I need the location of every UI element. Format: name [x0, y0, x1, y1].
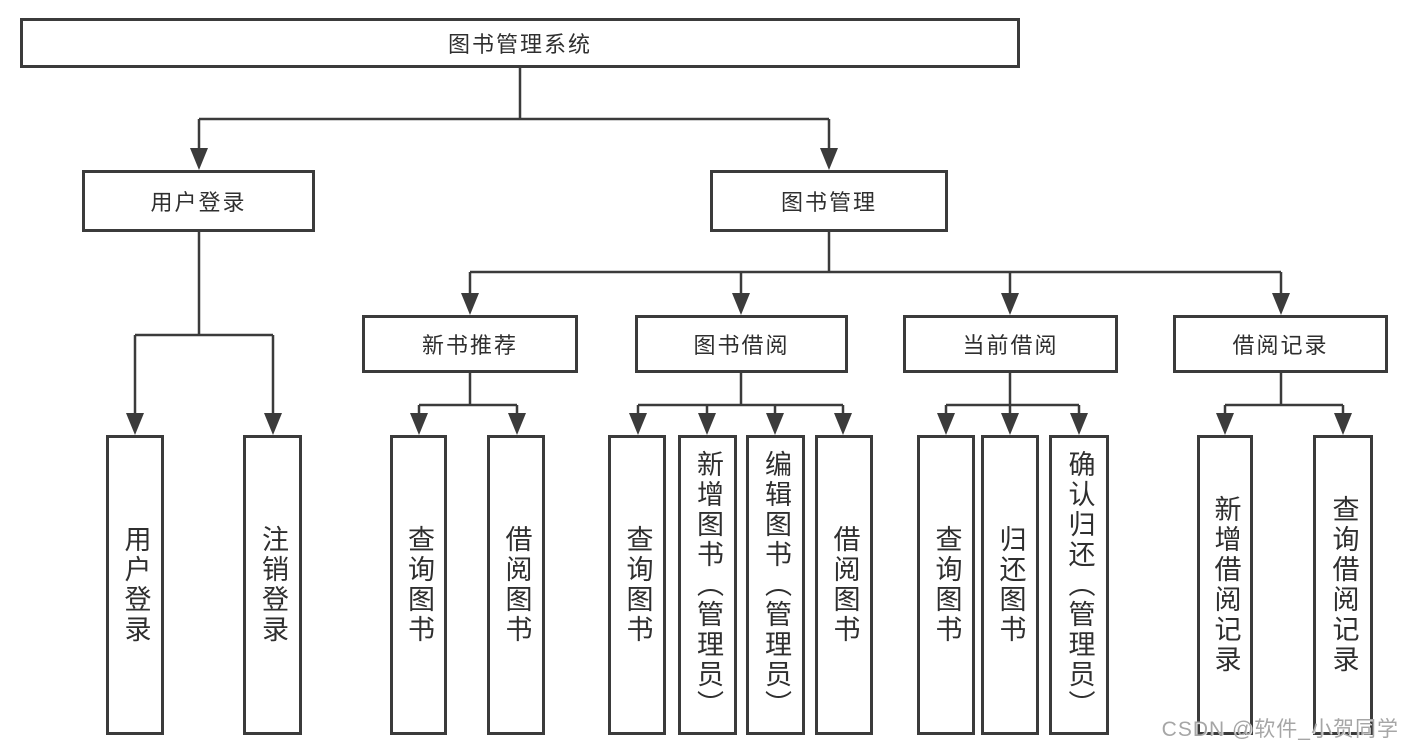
node-user-login: 用户登录	[82, 170, 315, 232]
node-new-book-recommend-label: 新书推荐	[421, 333, 518, 358]
leaf-return-books-label: 归还图书	[995, 525, 1026, 645]
leaf-query-borrow-record-label: 查询借阅记录	[1328, 495, 1359, 675]
leaf-logout: 注销登录	[243, 435, 302, 735]
leaf-edit-books-admin: 编辑图书（管理员）	[746, 435, 805, 735]
node-current-borrow: 当前借阅	[903, 315, 1118, 373]
node-borrow-records: 借阅记录	[1173, 315, 1388, 373]
node-book-management-label: 图书管理	[780, 190, 877, 215]
leaf-query-books-1-label: 查询图书	[404, 525, 434, 645]
leaf-edit-books-admin-label: 编辑图书（管理员）	[761, 450, 791, 720]
node-current-borrow-label: 当前借阅	[962, 333, 1059, 358]
leaf-add-books-admin: 新增图书（管理员）	[678, 435, 737, 735]
node-borrow-records-label: 借阅记录	[1232, 333, 1329, 358]
leaf-borrow-books-1-label: 借阅图书	[501, 525, 532, 645]
leaf-confirm-return-admin-label: 确认归还（管理员）	[1064, 450, 1095, 720]
node-root-label: 图书管理系统	[447, 32, 592, 57]
leaf-query-books-2: 查询图书	[608, 435, 666, 735]
leaf-confirm-return-admin: 确认归还（管理员）	[1049, 435, 1109, 735]
leaf-return-books: 归还图书	[981, 435, 1039, 735]
leaf-query-books-2-label: 查询图书	[622, 525, 653, 645]
leaf-borrow-books-1: 借阅图书	[487, 435, 545, 735]
leaf-query-borrow-record: 查询借阅记录	[1313, 435, 1373, 735]
node-root: 图书管理系统	[20, 18, 1020, 68]
leaf-borrow-books-2-label: 借阅图书	[829, 525, 860, 645]
leaf-user-login: 用户登录	[106, 435, 164, 735]
node-new-book-recommend: 新书推荐	[362, 315, 578, 373]
node-book-borrow: 图书借阅	[635, 315, 848, 373]
leaf-query-books-3: 查询图书	[917, 435, 975, 735]
node-user-login-label: 用户登录	[150, 190, 247, 215]
leaf-add-books-admin-label: 新增图书（管理员）	[693, 450, 723, 720]
leaf-borrow-books-2: 借阅图书	[815, 435, 873, 735]
leaf-user-login-label: 用户登录	[120, 525, 151, 645]
node-book-borrow-label: 图书借阅	[693, 333, 790, 358]
watermark: CSDN @软件_小贺同学	[1161, 718, 1399, 741]
leaf-query-books-3-label: 查询图书	[931, 525, 962, 645]
leaf-add-borrow-record-label: 新增借阅记录	[1210, 495, 1241, 675]
node-book-management: 图书管理	[710, 170, 948, 232]
leaf-query-books-1: 查询图书	[390, 435, 447, 735]
leaf-logout-label: 注销登录	[258, 525, 288, 645]
leaf-add-borrow-record: 新增借阅记录	[1197, 435, 1253, 735]
arrowheads	[126, 148, 1352, 435]
